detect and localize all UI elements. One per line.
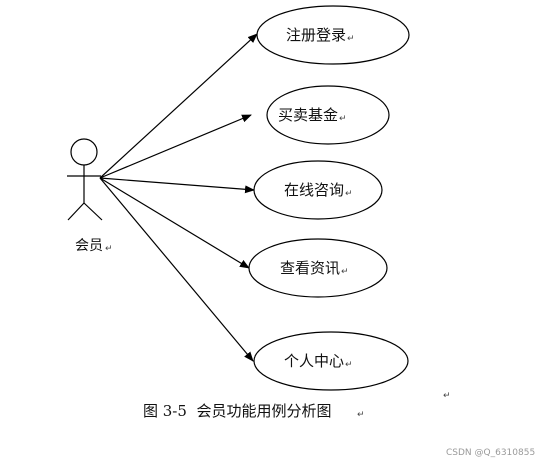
stray-paragraph-mark: ↵ bbox=[443, 391, 451, 401]
use-case-label-mark: ↵ bbox=[345, 360, 353, 370]
use-case-2: 买卖基金 ↵ bbox=[266, 85, 390, 145]
arrow-to-use-case-2 bbox=[99, 114, 252, 179]
use-case-label-mark: ↵ bbox=[341, 267, 349, 277]
use-case-ellipse bbox=[266, 85, 390, 145]
actor-right-leg bbox=[83, 202, 103, 221]
use-case-label: 买卖基金 bbox=[278, 106, 338, 124]
use-case-5: 个人中心 ↵ bbox=[253, 331, 409, 391]
arrow-to-use-case-4 bbox=[99, 177, 250, 269]
use-case-ellipse bbox=[256, 5, 410, 65]
arrow-to-use-case-3 bbox=[99, 177, 255, 194]
associations bbox=[99, 33, 258, 362]
use-case-ellipse bbox=[248, 238, 388, 298]
figure-caption: 图 3-5 会员功能用例分析图 bbox=[143, 402, 331, 420]
actor-head bbox=[70, 138, 98, 166]
use-case-label-mark: ↵ bbox=[339, 114, 347, 124]
use-case-ellipse bbox=[253, 331, 409, 391]
arrow-to-use-case-1 bbox=[99, 33, 258, 179]
use-case-ellipse bbox=[253, 160, 383, 220]
use-case-1: 注册登录 ↵ bbox=[256, 5, 410, 65]
csdn-watermark: CSDN @Q_6310855 bbox=[446, 448, 535, 458]
use-case-label-mark: ↵ bbox=[347, 34, 355, 44]
actor-figure bbox=[67, 138, 103, 221]
actor-left-leg bbox=[67, 202, 85, 221]
use-case-label: 个人中心 bbox=[284, 352, 344, 370]
caption-mark: ↵ bbox=[357, 410, 365, 420]
use-case-label-mark: ↵ bbox=[345, 189, 353, 199]
use-case-label: 查看资讯 bbox=[280, 259, 340, 277]
use-case-label: 在线咨询 bbox=[284, 181, 344, 199]
use-case-label: 注册登录 bbox=[286, 26, 346, 44]
use-case-3: 在线咨询 ↵ bbox=[253, 160, 383, 220]
arrow-to-use-case-5 bbox=[99, 177, 254, 362]
use-case-4: 查看资讯 ↵ bbox=[248, 238, 388, 298]
actor-label-mark: ↵ bbox=[105, 244, 113, 254]
actor-label: 会员 bbox=[75, 238, 103, 254]
